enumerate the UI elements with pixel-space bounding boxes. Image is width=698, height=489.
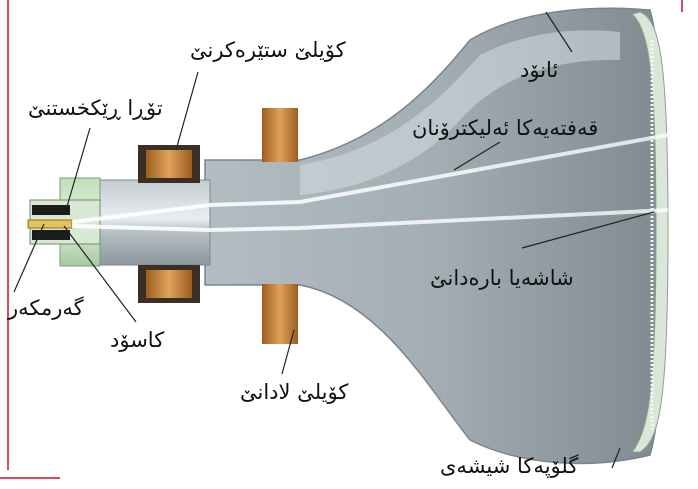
cathode-heater (28, 220, 72, 228)
control-grid-top (32, 205, 70, 215)
label-cathode: کاسۆد (110, 330, 164, 351)
label-electron-beam: قەفتەیەکا ئەلیکترۆنان (412, 118, 598, 139)
label-focusing-coil: کۆیلێ ستێرەکرنێ (190, 40, 346, 61)
label-heater: گەرمکەر (8, 298, 84, 319)
leader-heater (14, 224, 44, 292)
deflection-coil-top (262, 108, 298, 162)
focusing-coil-bottom-winding (146, 270, 192, 298)
focusing-coil-top-winding (146, 150, 192, 178)
label-anode: ئانۆد (520, 60, 558, 81)
leader-focusing-coil (176, 72, 198, 150)
label-deflection-coil: کۆیلێ لادانێ (240, 382, 348, 403)
label-control-grid: تۆڕا ڕێکخستنێ (28, 98, 163, 119)
label-glass-bulb: گلۆپەکا شیشەی (440, 456, 578, 477)
label-fluorescent-screen: شاشەیا بارەدانێ (430, 268, 574, 289)
